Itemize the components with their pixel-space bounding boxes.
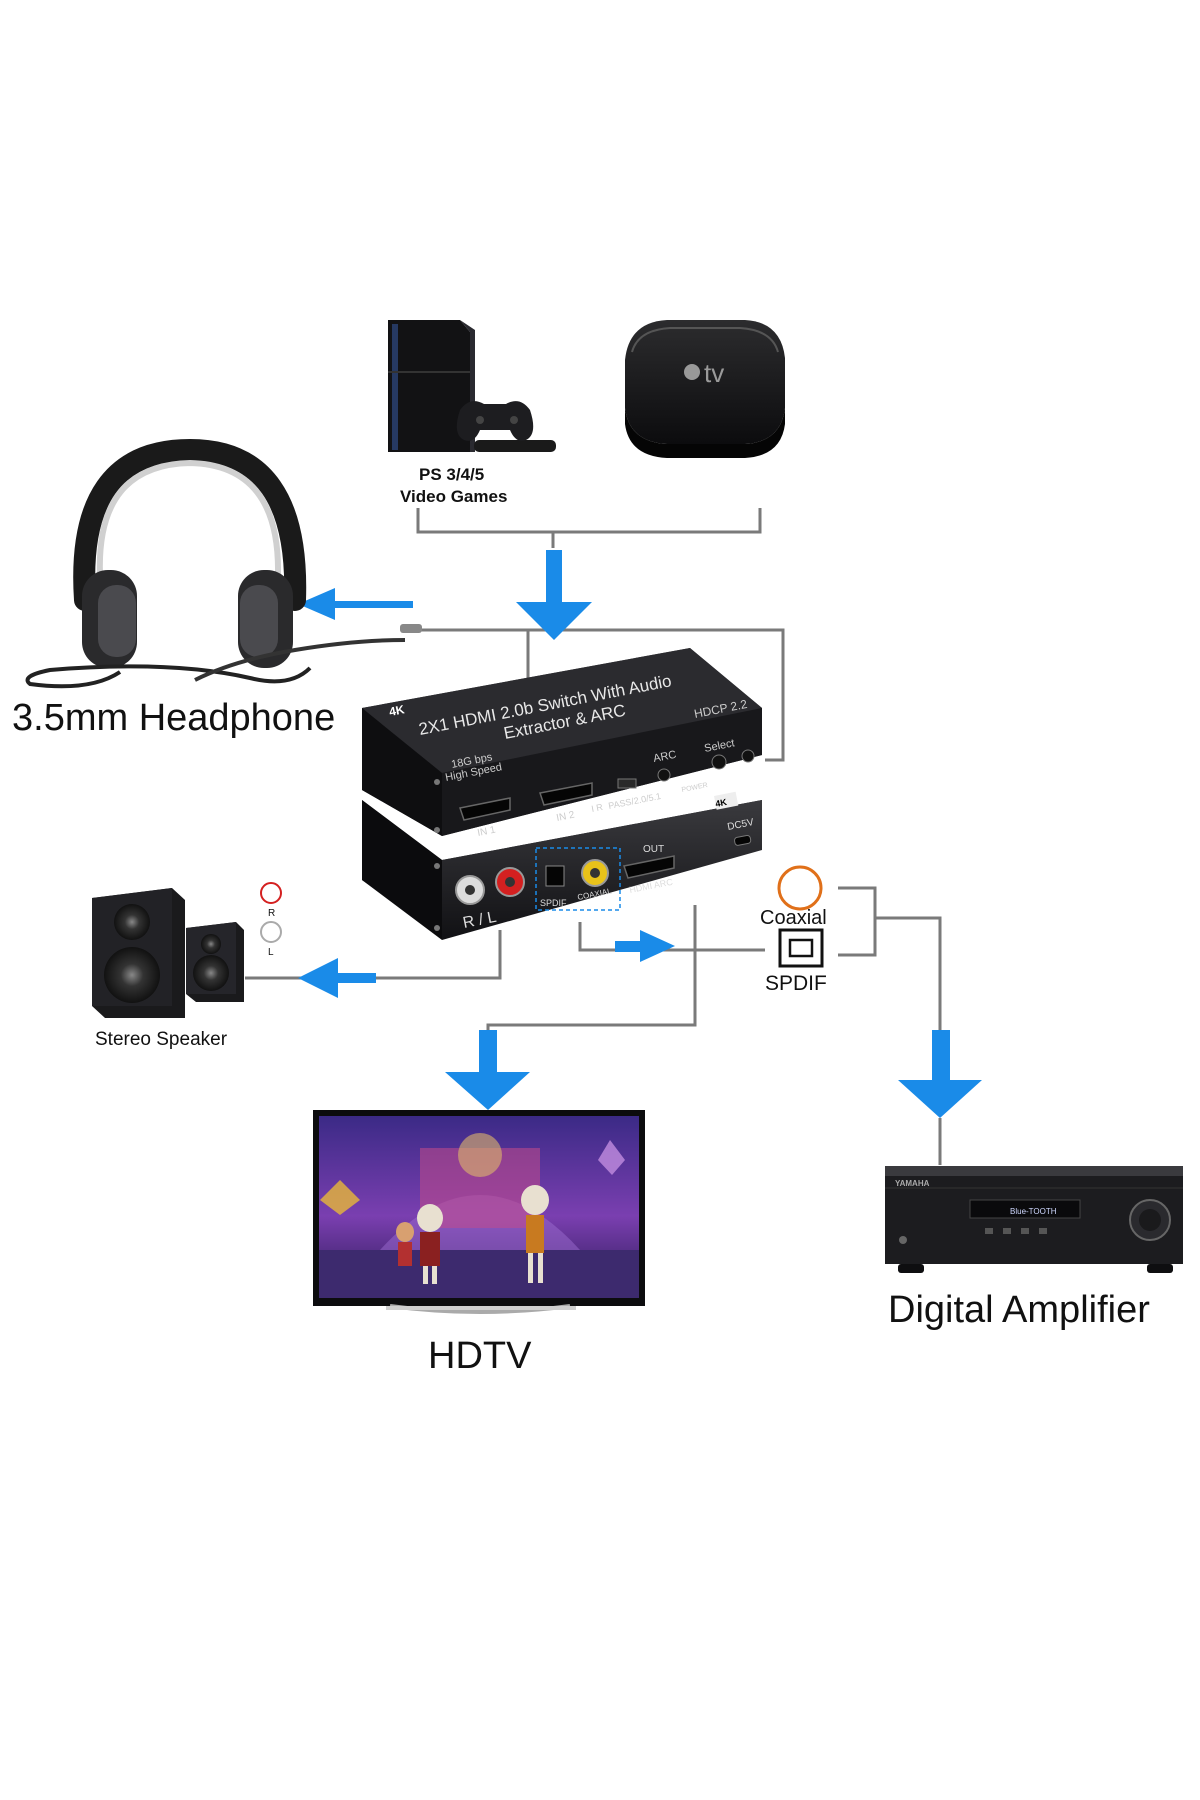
top-arc: ARC bbox=[652, 749, 677, 765]
speaker-label: Stereo Speaker bbox=[95, 1029, 228, 1050]
top-in2: IN 2 bbox=[555, 810, 576, 824]
bottom-spdif: SPDIF bbox=[540, 898, 567, 908]
stereo-speaker-image bbox=[92, 888, 244, 1018]
spdif-label: SPDIF bbox=[765, 972, 827, 995]
hdtv-label: HDTV bbox=[428, 1335, 532, 1377]
amplifier-brand: YAMAHA bbox=[895, 1179, 930, 1188]
hdmi-switch-device: 4K 2X1 HDMI 2.0b Switch With Audio Extra… bbox=[362, 648, 762, 839]
arrow-left-headphone bbox=[298, 588, 413, 620]
bottom-dc: DC5V bbox=[726, 817, 755, 833]
spdif-icon bbox=[778, 928, 824, 968]
l-indicator-icon bbox=[260, 921, 282, 943]
bottom-rl: R / L bbox=[462, 909, 499, 932]
select-button bbox=[711, 754, 727, 770]
arrow-down-amplifier bbox=[898, 1030, 982, 1118]
arrow-down-switch bbox=[516, 550, 592, 640]
arrow-right-spdif bbox=[615, 930, 675, 962]
hdmi-in2-port bbox=[539, 782, 593, 806]
bottom-out: OUT bbox=[643, 844, 664, 855]
top-badge: 4K bbox=[388, 702, 406, 719]
coaxial-icon bbox=[777, 865, 823, 911]
hdmi-extractor-device: 4K R / L SPDIF COAXIAL OUT HDMI ARC DC5V bbox=[362, 791, 762, 940]
apple-tv-logo: tv bbox=[704, 358, 724, 388]
bottom-badge: 4K bbox=[714, 797, 728, 809]
r-indicator-label: R bbox=[268, 908, 275, 919]
signal-arrows bbox=[298, 550, 982, 1118]
top-select: Select bbox=[703, 737, 735, 755]
digital-out-highlight bbox=[535, 847, 621, 911]
headphone-jack bbox=[741, 749, 755, 763]
hdtv-line bbox=[486, 905, 697, 1038]
dc-port bbox=[734, 834, 752, 846]
top-power: POWER bbox=[681, 782, 708, 794]
hdmi-out-port bbox=[623, 855, 675, 879]
source-bracket-line bbox=[416, 508, 762, 534]
hdtv-image bbox=[313, 1110, 645, 1314]
headphone-label: 3.5mm Headphone bbox=[12, 697, 335, 739]
coaxial-label: Coaxial bbox=[760, 907, 827, 929]
arc-button bbox=[657, 768, 671, 782]
ps-label-line1: PS 3/4/5 bbox=[419, 465, 484, 484]
r-indicator-icon bbox=[260, 882, 282, 904]
amplifier-display: Blue-TOOTH bbox=[1010, 1207, 1057, 1216]
speaker-line bbox=[245, 930, 502, 980]
amplifier-feed-line bbox=[875, 916, 942, 1030]
digital-amplifier-image: YAMAHA Blue-TOOTH bbox=[885, 1166, 1183, 1273]
hdmi-in1-port bbox=[459, 797, 511, 821]
spdif-port bbox=[545, 865, 565, 887]
spdif-line bbox=[578, 922, 765, 952]
apple-tv-image: tv bbox=[625, 320, 785, 458]
arrow-down-hdtv bbox=[445, 1030, 530, 1110]
headphone-image bbox=[25, 438, 422, 689]
l-indicator-label: L bbox=[268, 947, 274, 958]
top-in1: IN 1 bbox=[476, 825, 497, 839]
top-pass: PASS/2.0/5.1 bbox=[607, 791, 661, 811]
arrow-left-speaker bbox=[298, 958, 376, 998]
playstation-console-image bbox=[388, 320, 556, 452]
amplifier-label: Digital Amplifier bbox=[888, 1289, 1150, 1331]
top-ir: I R bbox=[590, 802, 604, 814]
ps-label-line2: Video Games bbox=[400, 487, 507, 506]
amplifier-line bbox=[838, 886, 877, 957]
